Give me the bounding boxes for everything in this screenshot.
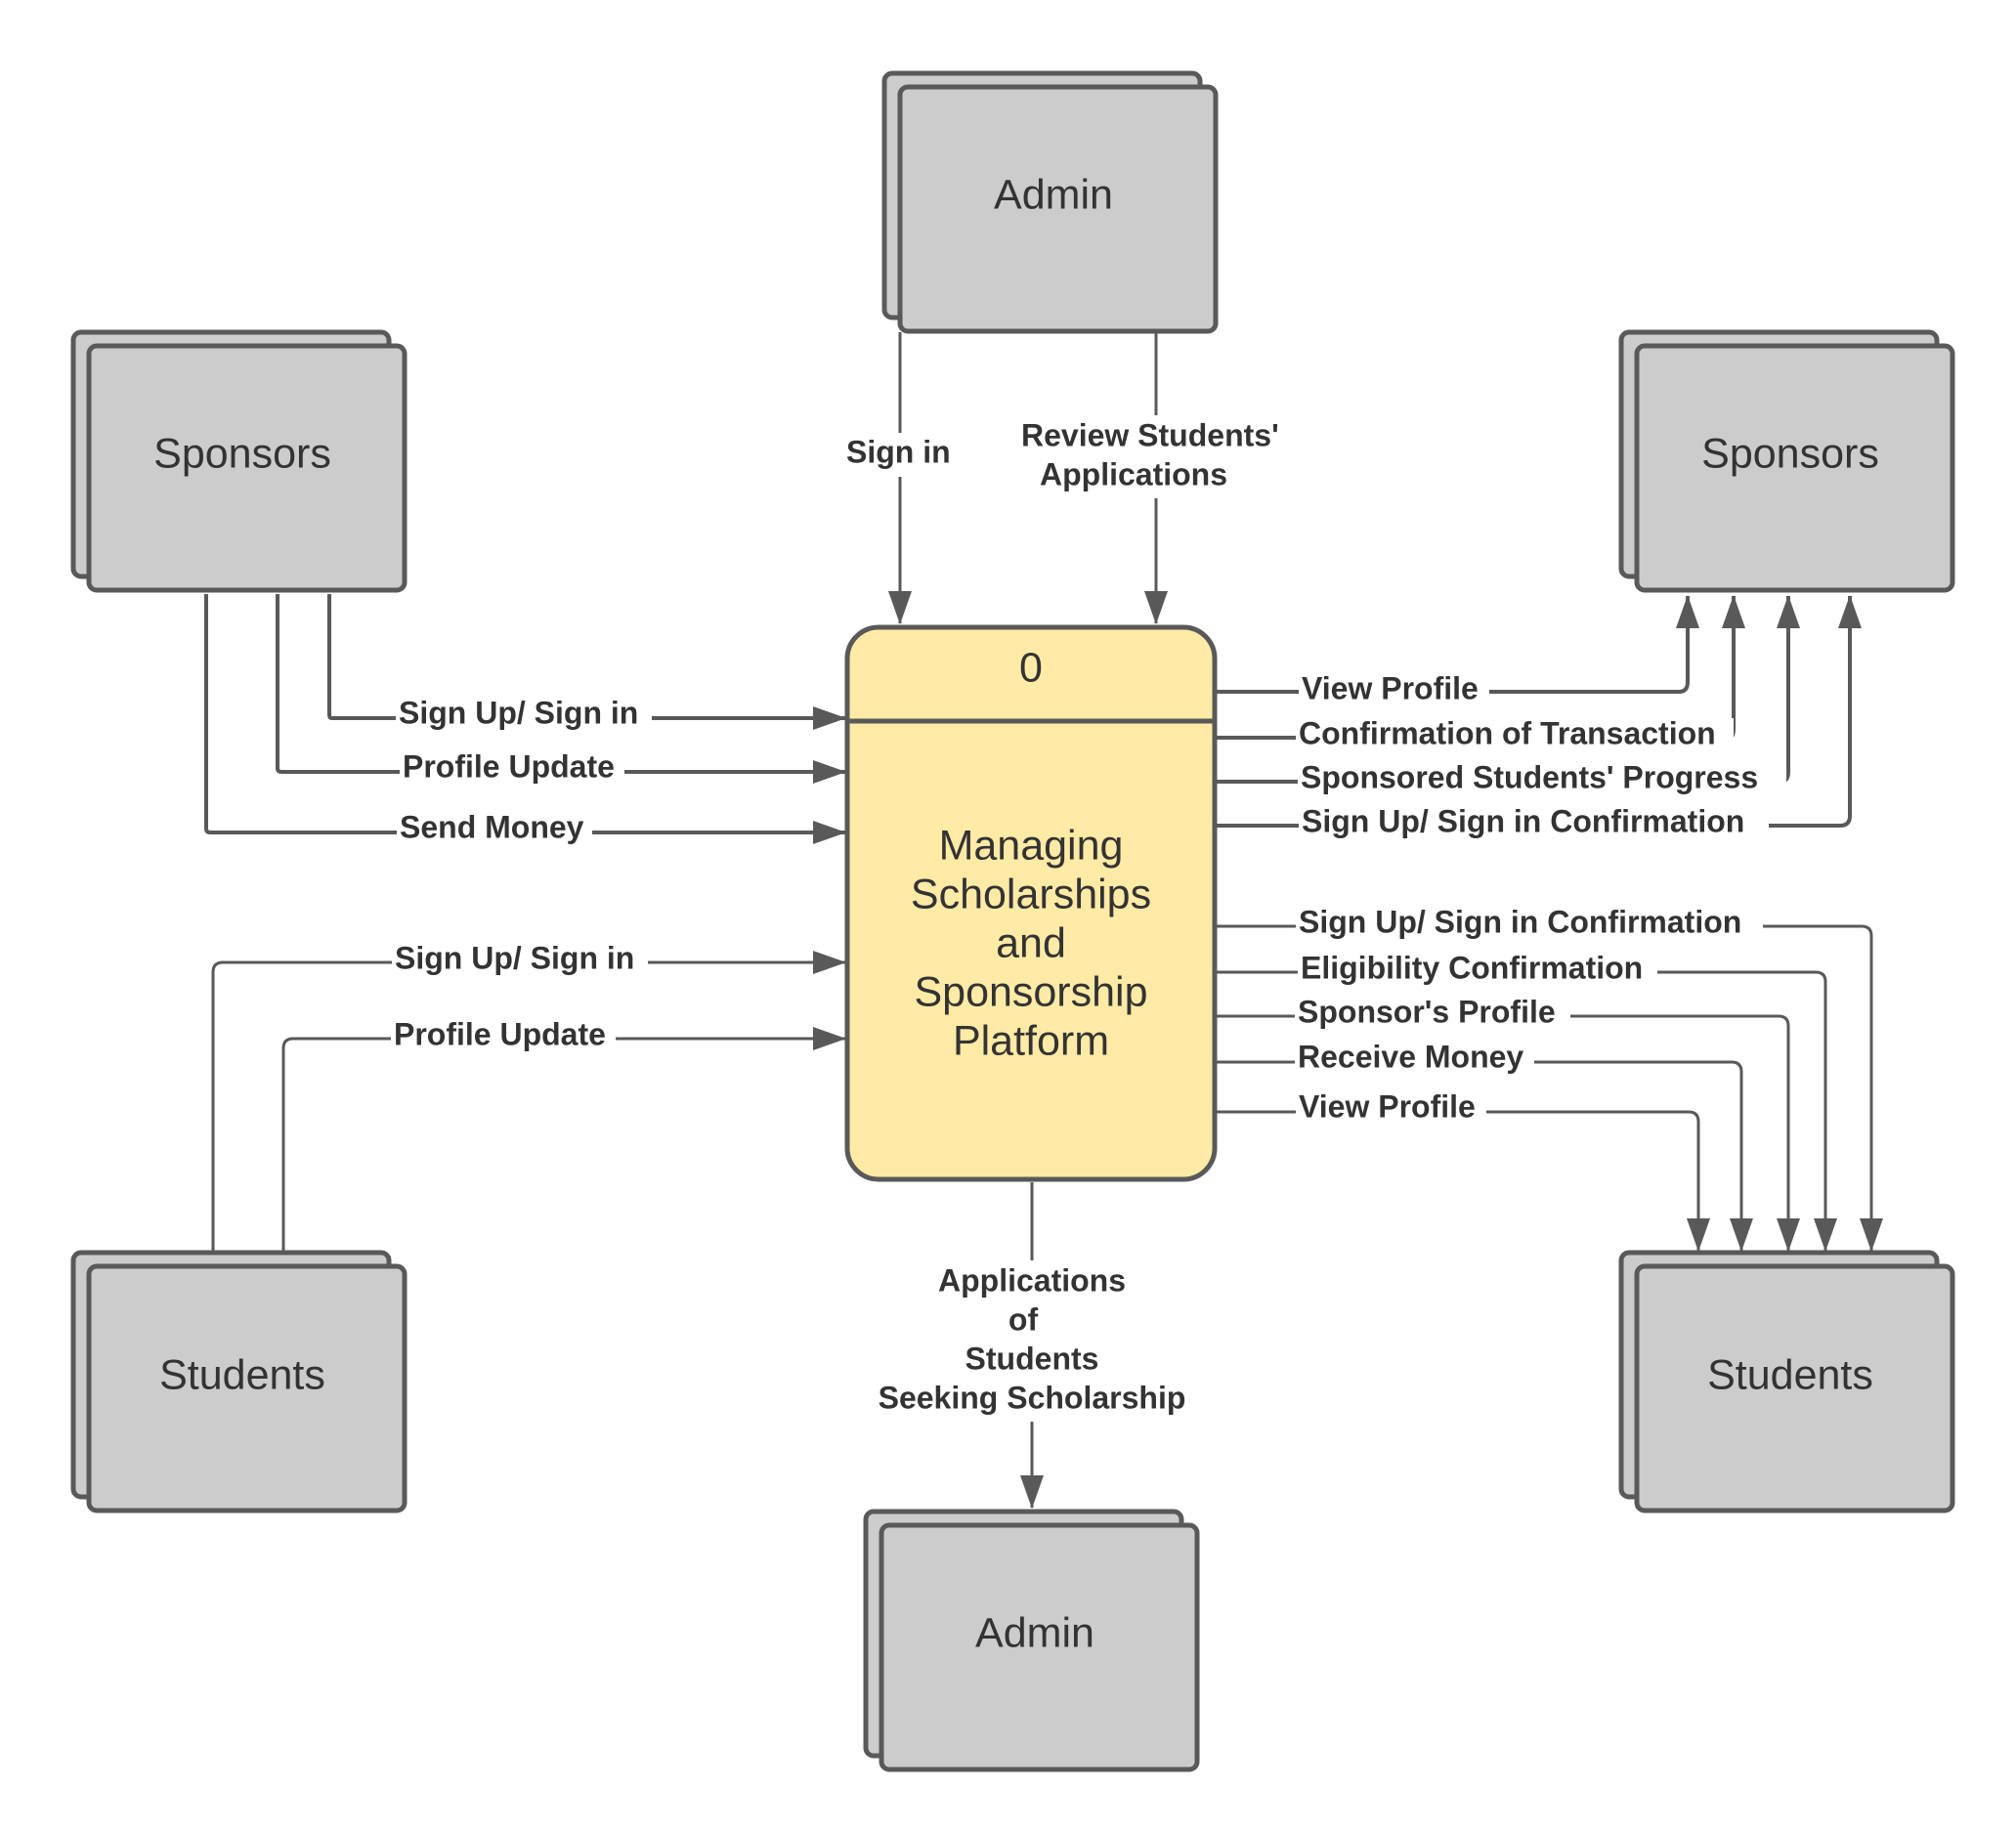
- flow-label-to-student-view-profile: View Profile: [1299, 1088, 1476, 1124]
- entity-admin-top-label: Admin: [994, 171, 1113, 218]
- flow-line-student-signup: [211, 951, 846, 1253]
- label-bg-admin-sign-in: [840, 433, 963, 477]
- entity-sponsors-left[interactable]: Sponsors: [70, 329, 407, 593]
- flow-line-to-sponsor-view-profile: [1215, 595, 1699, 694]
- flow-label-student-profile-update: Profile Update: [394, 1016, 606, 1051]
- label-bg-student-signup: [392, 942, 648, 981]
- entity-admin-top[interactable]: Admin: [881, 70, 1219, 334]
- entity-sponsors-right[interactable]: Sponsors: [1618, 329, 1955, 593]
- flow-label-admin-review-line-2: Applications: [1040, 456, 1227, 491]
- label-bg-to-sponsor-progress: [1298, 762, 1786, 801]
- flow-label-to-student-eligibility: Eligibility Confirmation: [1301, 950, 1643, 985]
- process-box: [844, 624, 1218, 1182]
- entity-students-right[interactable]: Students: [1618, 1250, 1955, 1513]
- entity-admin-bottom[interactable]: Admin: [863, 1509, 1200, 1772]
- flow-label-applications-line-3: Students: [965, 1341, 1099, 1376]
- label-bg-to-sponsor-confirm: [1296, 718, 1734, 757]
- entity-sponsors-left-label: Sponsors: [153, 430, 331, 477]
- process-0[interactable]: 0 Managing Scholarships and Sponsorship …: [844, 624, 1218, 1182]
- flow-line-to-student-eligibility: [1215, 970, 1837, 1252]
- label-bg-sponsor-send-money: [397, 811, 592, 850]
- flow-label-to-sponsor-view-profile: View Profile: [1302, 670, 1479, 705]
- label-bg-sponsor-profile-update: [400, 750, 624, 789]
- label-bg-sponsor-signup: [396, 698, 652, 737]
- label-bg-admin-review: [1016, 415, 1300, 498]
- process-name-line-3: and: [996, 919, 1066, 966]
- flow-line-sponsor-send-money: [204, 594, 846, 844]
- flow-label-to-sponsor-signup-confirm: Sign Up/ Sign in Confirmation: [1302, 803, 1744, 838]
- label-bg-to-student-sponsor-profile: [1295, 997, 1570, 1036]
- label-bg-student-profile-update: [391, 1018, 616, 1057]
- label-bg-to-student-receive-money: [1295, 1042, 1534, 1081]
- process-name-line-2: Scholarships: [911, 871, 1151, 917]
- flow-line-sponsor-signup: [327, 594, 846, 730]
- flow-label-sponsor-signup: Sign Up/ Sign in: [399, 695, 638, 730]
- flow-label-sponsor-profile-update: Profile Update: [403, 748, 615, 784]
- flow-line-to-student-receive-money: [1215, 1060, 1753, 1252]
- label-bg-to-sponsor-signup-confirm: [1299, 806, 1769, 845]
- label-bg-to-student-eligibility: [1298, 953, 1657, 992]
- flow-line-sponsor-profile-update: [276, 594, 846, 784]
- entity-students-right-label: Students: [1707, 1351, 1873, 1398]
- process-id: 0: [1019, 644, 1043, 691]
- label-bg-to-student-signup-confirm: [1296, 907, 1763, 946]
- entity-students-left[interactable]: Students: [70, 1250, 407, 1513]
- flow-label-sponsor-send-money: Send Money: [400, 809, 584, 844]
- entity-students-left-label: Students: [159, 1351, 325, 1398]
- label-bg-applications: [865, 1260, 1197, 1422]
- flow-label-student-signup: Sign Up/ Sign in: [395, 940, 634, 975]
- label-bg-to-student-view-profile: [1296, 1091, 1486, 1130]
- flow-line-to-sponsor-signup-confirm: [1215, 595, 1862, 828]
- label-bg-to-sponsor-view-profile: [1299, 673, 1489, 712]
- flow-line-student-profile-update: [281, 1027, 846, 1253]
- entity-admin-bottom-label: Admin: [975, 1609, 1094, 1656]
- flow-label-applications-line-1: Applications: [938, 1262, 1126, 1298]
- entity-sponsors-right-label: Sponsors: [1701, 430, 1879, 477]
- flow-label-to-student-sponsor-profile: Sponsor's Profile: [1298, 994, 1556, 1029]
- flow-label-to-sponsor-progress: Sponsored Students' Progress: [1301, 759, 1758, 794]
- flow-label-to-student-signup-confirm: Sign Up/ Sign in Confirmation: [1299, 904, 1741, 939]
- process-name-line-5: Platform: [953, 1017, 1109, 1064]
- flow-label-applications-line-2: of: [1008, 1301, 1039, 1337]
- flow-label-admin-review-line-1: Review Students': [1021, 417, 1279, 452]
- flow-line-to-student-view-profile: [1215, 1110, 1710, 1252]
- flow-label-to-student-receive-money: Receive Money: [1298, 1039, 1523, 1074]
- process-name-line-4: Sponsorship: [914, 968, 1147, 1015]
- flow-label-to-sponsor-confirm: Confirmation of Transaction: [1299, 715, 1716, 750]
- flow-label-admin-sign-in: Sign in: [846, 434, 951, 469]
- flow-label-applications-line-4: Seeking Scholarship: [879, 1380, 1186, 1415]
- flow-line-to-student-signup-confirm: [1215, 924, 1883, 1252]
- flow-line-to-student-sponsor-profile: [1215, 1014, 1800, 1252]
- process-name-line-1: Managing: [939, 822, 1124, 869]
